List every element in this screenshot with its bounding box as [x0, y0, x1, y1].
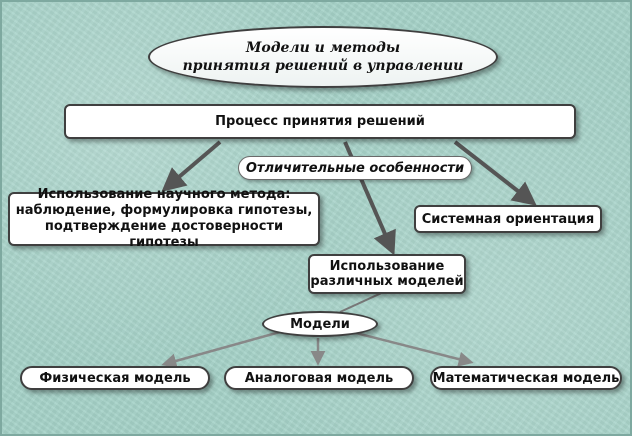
math-model-label: Математическая модель: [432, 370, 620, 386]
process-label: Процесс принятия решений: [215, 114, 425, 129]
features-label: Отличительные особенности: [245, 160, 465, 176]
systems-orientation-node: Системная ориентация: [414, 205, 602, 233]
features-label-node: Отличительные особенности: [238, 156, 472, 180]
arrow-to-scientific-method: [161, 140, 222, 192]
physical-model-label: Физическая модель: [39, 370, 191, 386]
analog-model-node: Аналоговая модель: [224, 366, 414, 390]
scientific-method-node: Использование научного метода: наблюдени…: [8, 187, 320, 250]
process-node: Процесс принятия решений: [64, 104, 576, 139]
models-label: Модели: [290, 316, 350, 332]
analog-model-label: Аналоговая модель: [244, 370, 394, 386]
using-models-label: Использование различных моделей: [310, 259, 464, 289]
arrow-to-systems-orientation: [453, 140, 537, 206]
title-ellipse: Модели и методы принятия решений в управ…: [148, 26, 498, 88]
systems-orientation-label: Системная ориентация: [421, 211, 595, 227]
arrow-to-math-model: [351, 330, 474, 367]
scientific-method-label: Использование научного метода: наблюдени…: [15, 187, 313, 250]
using-models-node: Использование различных моделей: [308, 254, 466, 294]
diagram-title: Модели и методы принятия решений в управ…: [182, 40, 464, 74]
physical-model-node: Физическая модель: [20, 366, 210, 390]
arrow-to-physical-model: [161, 330, 281, 369]
math-model-node: Математическая модель: [430, 366, 622, 390]
models-ellipse: Модели: [262, 311, 378, 337]
